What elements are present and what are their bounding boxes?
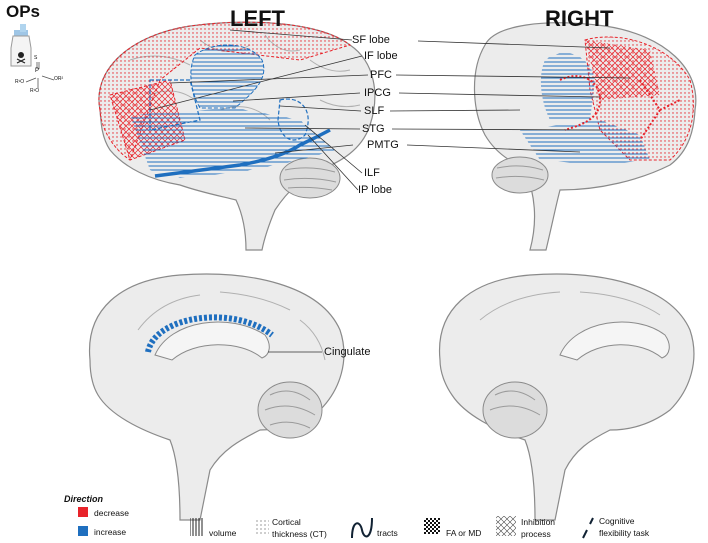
label-ip-lobe: IP lobe <box>358 184 393 196</box>
right-title: RIGHT <box>545 6 614 31</box>
legend-increase-label: increase <box>94 527 127 537</box>
leader-lines <box>149 29 631 353</box>
right-lateral-brain <box>473 22 697 251</box>
legend-cognitive-label-2: flexibility task <box>599 528 650 538</box>
label-if-lobe: IF lobe <box>364 50 398 62</box>
legend-tract-swatch <box>351 517 373 539</box>
left-title: LEFT <box>230 6 285 31</box>
left-medial-brain <box>88 273 345 521</box>
legend-tracts-label: tracts <box>377 528 398 538</box>
label-ipcg: IPCG <box>364 87 391 99</box>
label-slf: SLF <box>364 105 385 117</box>
label-stg: STG <box>362 123 385 135</box>
legend-decrease-label: decrease <box>94 508 129 518</box>
organophosphate-structure <box>25 62 55 88</box>
chem-p: P <box>35 68 40 74</box>
label-pfc: PFC <box>370 69 392 81</box>
spray-bottle-icon <box>10 24 32 67</box>
legend-decrease-swatch <box>78 507 88 517</box>
right-medial-brain <box>438 273 695 521</box>
legend-cortical-swatch <box>255 518 269 536</box>
chem-ro-left: R¹O <box>15 79 25 85</box>
legend-inhibition-label-1: Inhibition <box>521 517 556 527</box>
ops-title: OPs <box>6 2 41 21</box>
chem-or: OR² <box>54 76 64 82</box>
label-pmtg: PMTG <box>367 139 399 151</box>
legend-inhibition-swatch <box>496 516 516 536</box>
legend <box>78 507 594 539</box>
legend-cognitive-label-1: Cognitive <box>599 516 635 526</box>
legend-cortical-label-2: thickness (CT) <box>272 529 327 539</box>
legend-inhibition-label-2: process <box>521 529 551 539</box>
chem-ro-bottom: R¹O <box>30 88 40 94</box>
legend-direction-title: Direction <box>64 494 104 504</box>
chem-s: S <box>34 55 38 61</box>
legend-cortical-label-1: Cortical <box>272 517 301 527</box>
label-sf-lobe: SF lobe <box>352 34 390 46</box>
legend-cognitive-swatch <box>582 517 594 539</box>
legend-fa-label: FA or MD <box>446 528 482 538</box>
legend-volume-swatch <box>190 518 204 536</box>
label-cingulate: Cingulate <box>324 346 371 358</box>
left-lateral-brain <box>98 21 376 251</box>
legend-volume-label: volume <box>209 528 237 538</box>
label-ilf: ILF <box>364 167 380 179</box>
legend-fa-swatch <box>424 518 440 534</box>
legend-increase-swatch <box>78 526 88 536</box>
